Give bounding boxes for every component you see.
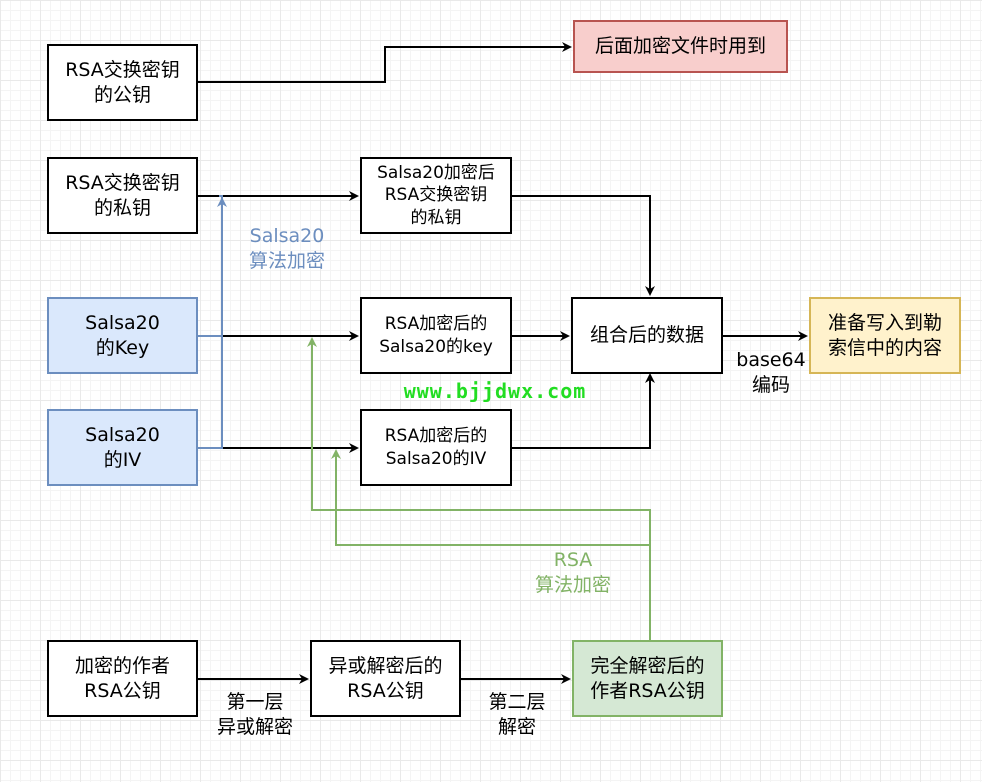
- rsa-algorithm-label: RSA 算法加密: [534, 549, 611, 596]
- later-use-box: 后面加密文件时用到: [573, 20, 788, 73]
- xor-decrypted-public-key-box: 异或解密后的 RSA公钥: [310, 640, 461, 717]
- rsa-exchange-private-key-box: RSA交换密钥 的私钥: [47, 157, 198, 234]
- author-public-key-box: 加密的作者 RSA公钥: [47, 640, 198, 717]
- ransom-note-content-box: 准备写入到勒 索信中的内容: [809, 297, 961, 374]
- layer2-decrypt-label: 第二层 解密: [488, 691, 546, 738]
- salsa20-algorithm-label: Salsa20 算法加密: [248, 225, 325, 272]
- base64-encoding-label: base64 编码: [736, 349, 806, 396]
- encrypted-salsa20-iv-box: RSA加密后的 Salsa20的IV: [360, 409, 512, 486]
- fully-decrypted-public-key-box: 完全解密后的 作者RSA公钥: [572, 640, 723, 717]
- watermark-url: www.bjjdwx.com: [403, 379, 587, 403]
- layer1-xor-decrypt-label: 第一层 异或解密: [216, 691, 293, 738]
- edge-pub-to-later: [198, 42, 572, 83]
- rsa-exchange-public-key-box: RSA交换密钥 的公钥: [47, 44, 198, 121]
- encrypted-salsa20-key-box: RSA加密后的 Salsa20的key: [360, 297, 512, 374]
- combined-data-box: 组合后的数据: [571, 297, 723, 374]
- encrypted-private-key-box: Salsa20加密后 RSA交换密钥 的私钥: [360, 157, 512, 234]
- edge-rsa-green-iv: [331, 449, 651, 640]
- edge-encpriv-to-combined: [512, 195, 655, 296]
- edge-salsa-blue-key: [198, 195, 223, 337]
- edge-enciv-to-combined: [512, 373, 655, 449]
- edge-salsa-blue-iv: [198, 197, 227, 449]
- salsa20-iv-box: Salsa20 的IV: [47, 409, 198, 486]
- salsa20-key-box: Salsa20 的Key: [47, 297, 198, 374]
